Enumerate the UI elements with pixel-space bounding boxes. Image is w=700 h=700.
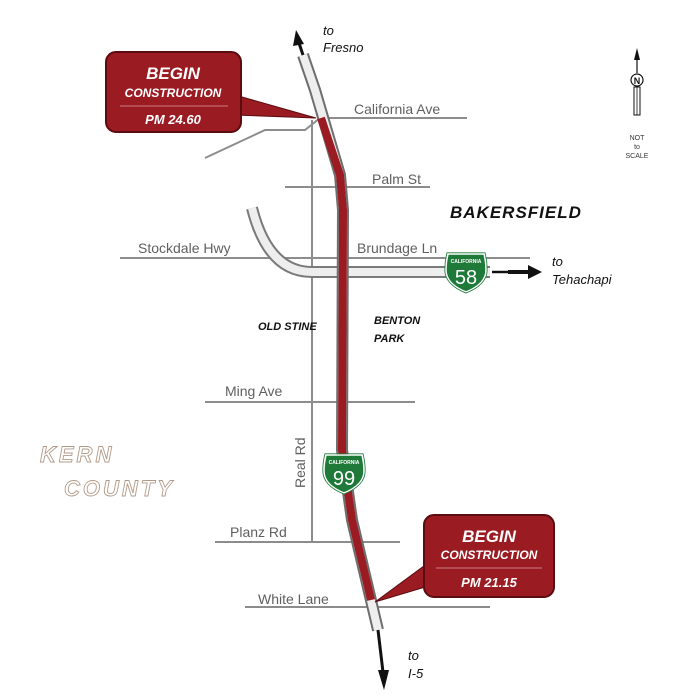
callout-south-line1: BEGIN xyxy=(462,527,517,546)
sr58-freeway xyxy=(246,206,542,279)
east-arrow-icon xyxy=(528,265,542,279)
label-old-stine: OLD STINE xyxy=(258,321,317,333)
sr58-shield-number: 58 xyxy=(455,267,477,289)
dest-north-to: to xyxy=(323,23,334,38)
not-to-scale-line2: to xyxy=(634,144,640,151)
dest-south-city: I-5 xyxy=(408,666,424,681)
dest-east-city: Tehachapi xyxy=(552,272,613,287)
sr99-shield-icon: CALIFORNIA 99 xyxy=(322,453,366,495)
dest-east-to: to xyxy=(552,254,563,269)
label-real-rd: Real Rd xyxy=(292,437,308,488)
callout-north-line3: PM 24.60 xyxy=(145,112,201,127)
north-arrow-icon: N xyxy=(630,48,644,116)
label-california-ave: California Ave xyxy=(354,101,440,117)
callout-begin-construction-south: BEGIN CONSTRUCTION PM 21.15 xyxy=(374,514,555,603)
not-to-scale-line1: NOT xyxy=(630,135,646,142)
label-benton-park-line2: PARK xyxy=(374,333,405,345)
label-stockdale-hwy: Stockdale Hwy xyxy=(138,240,231,256)
construction-segment xyxy=(317,116,375,601)
callout-north-line2: CONSTRUCTION xyxy=(125,86,222,100)
sr99-shield-header: CALIFORNIA xyxy=(329,460,360,466)
label-bakersfield: BAKERSFIELD xyxy=(450,203,582,222)
callout-south-line2: CONSTRUCTION xyxy=(441,548,538,562)
sr58-shield-header: CALIFORNIA xyxy=(451,259,482,265)
label-kern-county-line2: COUNTY xyxy=(64,476,175,501)
label-brundage-ln: Brundage Ln xyxy=(357,240,437,256)
south-direction-arrow-icon xyxy=(378,670,389,690)
north-arrow-letter: N xyxy=(634,76,641,86)
sr99-shield-number: 99 xyxy=(333,468,355,490)
label-ming-ave: Ming Ave xyxy=(225,383,283,399)
callout-north-line1: BEGIN xyxy=(146,64,201,83)
label-palm-st: Palm St xyxy=(372,171,421,187)
sr58-shield-icon: CALIFORNIA 58 xyxy=(444,252,488,294)
callout-south-line3: PM 21.15 xyxy=(461,575,517,590)
label-white-lane: White Lane xyxy=(258,591,329,607)
dest-south-to: to xyxy=(408,648,419,663)
california-ave-road xyxy=(204,117,467,159)
not-to-scale-line3: SCALE xyxy=(626,153,649,160)
label-planz-rd: Planz Rd xyxy=(230,524,287,540)
label-benton-park-line1: BENTON xyxy=(374,315,421,327)
label-kern-county-line1: KERN xyxy=(40,442,114,467)
north-direction-arrow-icon xyxy=(293,30,304,46)
callout-begin-construction-north: BEGIN CONSTRUCTION PM 24.60 xyxy=(105,51,317,133)
sr99-freeway xyxy=(293,30,389,690)
dest-north-city: Fresno xyxy=(323,40,363,55)
